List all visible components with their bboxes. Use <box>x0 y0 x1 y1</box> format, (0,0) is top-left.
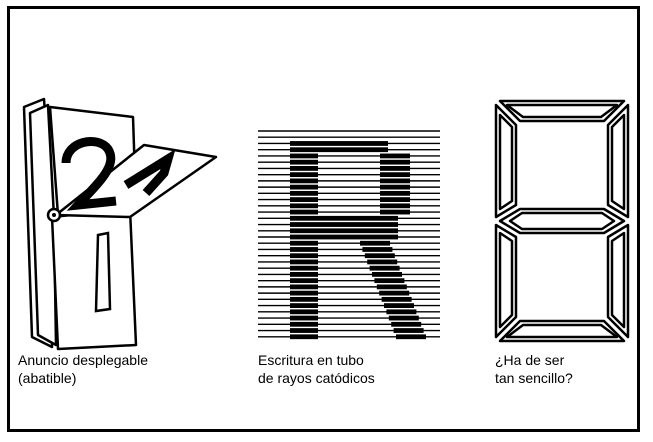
segment-bottom <box>498 319 626 343</box>
letter-r-segment <box>290 296 318 302</box>
letter-r-segment <box>290 153 318 159</box>
letter-r-segment <box>372 272 403 277</box>
letter-r-segment <box>290 315 318 321</box>
letter-r-segment <box>290 209 318 215</box>
letter-r-segment <box>290 159 318 165</box>
letter-r-segment <box>290 328 318 333</box>
letter-r-segment <box>290 272 318 277</box>
letter-r-segment <box>290 178 318 184</box>
segment-upper-right <box>606 103 630 219</box>
letter-r-segment <box>380 184 410 190</box>
letter-r-segment <box>290 240 318 246</box>
letter-r-segment <box>290 222 318 227</box>
letter-r-segment <box>290 197 318 202</box>
letter-r-segment <box>290 321 318 327</box>
caption-flip: Anuncio desplegable (abatible) <box>18 352 148 386</box>
letter-r-segment <box>290 141 318 146</box>
segment-middle <box>498 207 626 235</box>
letter-r-segment <box>384 303 415 308</box>
letter-r-segment <box>290 278 318 284</box>
letter-r-segment <box>318 222 398 227</box>
letter-r-segment <box>360 240 391 246</box>
letter-r-segment <box>290 190 318 196</box>
letter-r-segment <box>380 209 410 215</box>
letter-r-segment <box>379 290 410 296</box>
letter-r-segment <box>380 166 410 171</box>
letter-r-segment <box>393 328 424 333</box>
letter-r-segment <box>290 253 318 259</box>
segment-upper-left <box>494 103 518 219</box>
letter-r-segment <box>290 334 318 340</box>
letter-r-segment <box>369 265 400 271</box>
letter-r-segment <box>290 247 318 252</box>
letter-r-segment <box>290 309 318 315</box>
crt-letter-illustration <box>258 130 440 340</box>
letter-r-segment <box>318 215 398 221</box>
letter-r-segment <box>380 197 410 202</box>
letter-r-segment <box>381 296 412 302</box>
caption-segment: ¿Ha de ser tan sencillo? <box>495 352 573 386</box>
letter-r-segment <box>367 259 398 265</box>
letter-r-segment <box>388 315 419 321</box>
figure-frame: Anuncio desplegable (abatible) Escritura… <box>7 6 640 432</box>
letter-r-segment <box>290 215 318 221</box>
letter-r-segment <box>290 203 318 209</box>
letter-r-segment <box>380 178 410 184</box>
letter-r-segment <box>391 321 422 327</box>
letter-r-segment <box>290 290 318 296</box>
letter-r-segment <box>290 234 318 240</box>
letter-r-segment <box>318 141 388 146</box>
letter-r-segment <box>380 190 410 196</box>
letter-r-segment <box>380 203 410 209</box>
letter-r-segment <box>380 159 410 165</box>
letter-r-segment <box>290 166 318 171</box>
letter-r-segment <box>290 265 318 271</box>
segment-top <box>498 99 626 123</box>
letter-r-segment <box>290 147 318 153</box>
seven-segment-illustration <box>494 99 630 343</box>
letter-r-segment <box>374 278 405 284</box>
letter-r-segment <box>290 284 318 290</box>
letter-r-segment <box>380 153 410 159</box>
letter-r-segment <box>380 172 410 178</box>
segment-lower-left <box>494 223 518 339</box>
letter-r-segment <box>364 253 395 259</box>
letter-r-segment <box>290 184 318 190</box>
letter-r-segment <box>362 247 393 252</box>
letter-r-segment <box>396 334 426 340</box>
letter-r-segment <box>290 259 318 265</box>
letter-r-segment <box>290 172 318 178</box>
digit-one-mark <box>123 149 176 197</box>
letter-r-segment <box>318 234 398 240</box>
caption-crt: Escritura en tubo de rayos catódicos <box>258 352 375 386</box>
letter-r-segment <box>376 284 407 290</box>
letter-r-segment <box>318 147 388 153</box>
letter-r-segment <box>290 228 318 234</box>
segment-lower-right <box>606 223 630 339</box>
flip-display-illustration <box>22 97 218 351</box>
letter-r-segment <box>318 228 398 234</box>
letter-r-segment <box>386 309 417 315</box>
digit-two-mark <box>61 137 117 211</box>
letter-r-segment <box>290 303 318 308</box>
